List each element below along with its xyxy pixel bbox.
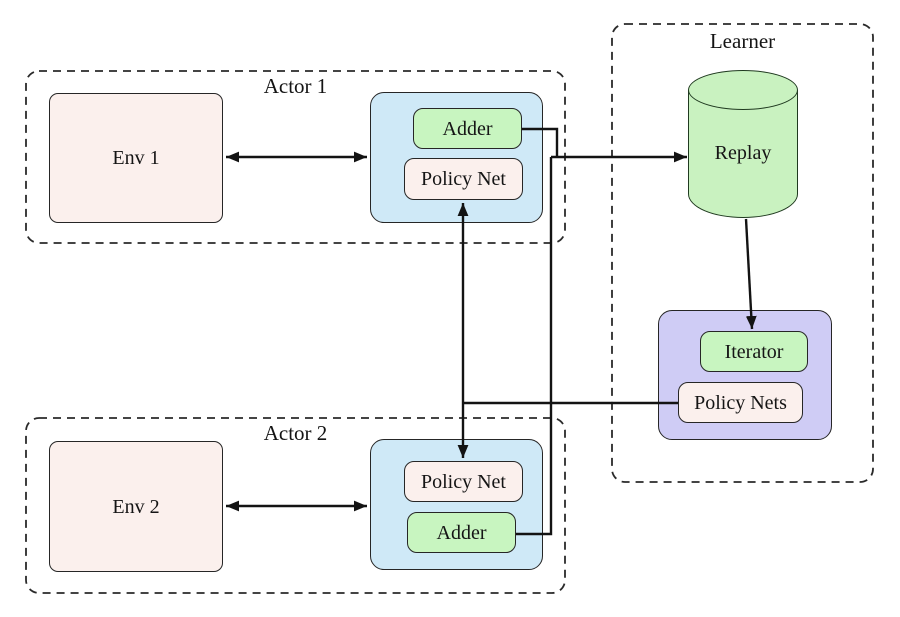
adder2-label: Adder [436, 521, 487, 544]
policy-net2-label: Policy Net [421, 470, 506, 493]
iterator-node: Iterator [700, 331, 808, 372]
env2-label: Env 2 [112, 495, 160, 518]
adder1-node: Adder [413, 108, 522, 149]
policy-nets-label: Policy Nets [694, 391, 787, 414]
env1-node: Env 1 [49, 93, 223, 223]
policy-nets-node: Policy Nets [678, 382, 803, 423]
learner-group-label: Learner [709, 29, 776, 53]
replay-cylinder-top [688, 70, 798, 110]
policy-net2-node: Policy Net [404, 461, 523, 502]
policy-net1-label: Policy Net [421, 168, 506, 190]
iterator-label: Iterator [724, 340, 784, 363]
adder2-node: Adder [407, 512, 516, 553]
env1-label: Env 1 [112, 147, 160, 169]
env2-node: Env 2 [49, 441, 223, 572]
replay-label: Replay [714, 142, 772, 164]
policy-net1-node: Policy Net [404, 158, 523, 200]
adder1-label: Adder [442, 117, 493, 140]
